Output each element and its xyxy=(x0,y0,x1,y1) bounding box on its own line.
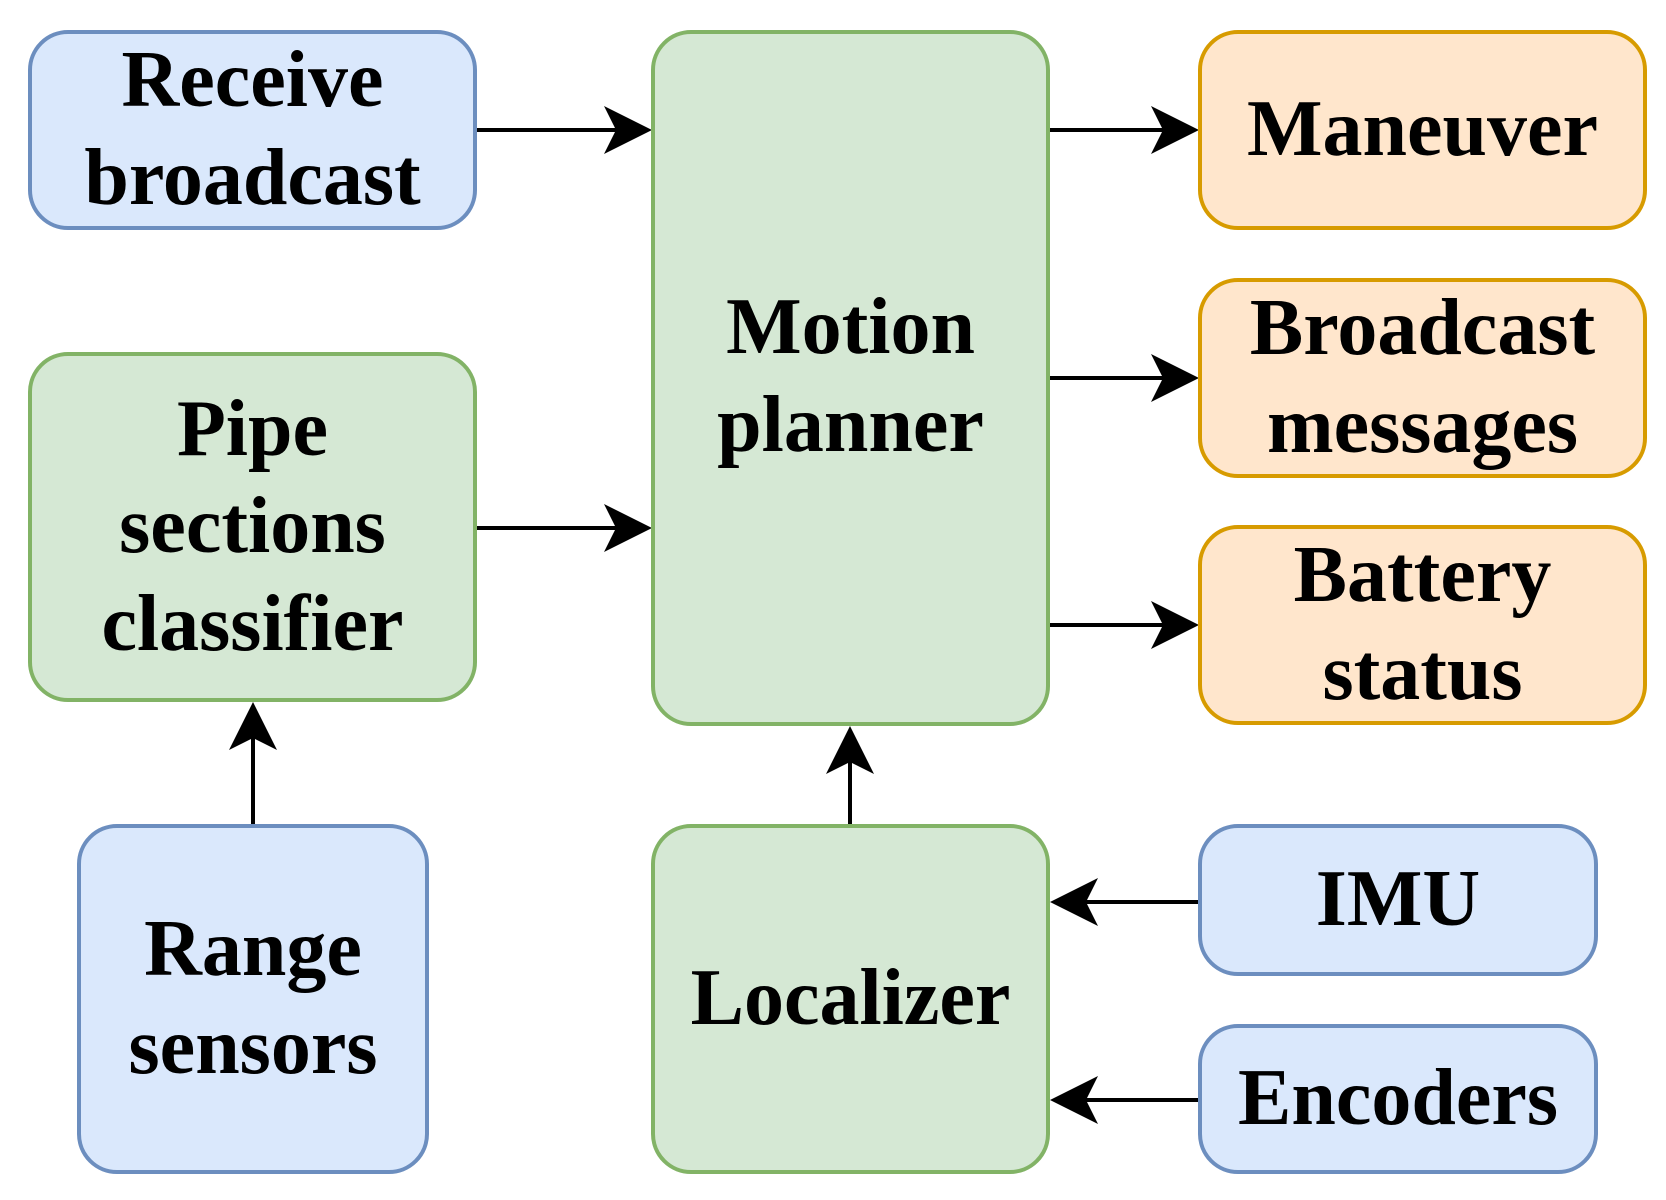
node-motion-planner-label: Motion planner xyxy=(717,283,984,469)
node-encoders-label: Encoders xyxy=(1238,1054,1558,1143)
node-motion-planner: Motion planner xyxy=(651,30,1050,726)
node-range-sensors: Range sensors xyxy=(77,824,429,1174)
node-imu-label: IMU xyxy=(1315,855,1481,944)
edge-localizer-to-planner xyxy=(826,726,874,824)
node-range-sensors-label: Range sensors xyxy=(128,905,378,1091)
node-pipe-sections-classifier: Pipe sections classifier xyxy=(28,352,477,702)
node-maneuver-label: Maneuver xyxy=(1246,85,1598,174)
node-maneuver: Maneuver xyxy=(1198,30,1647,230)
edge-planner-to-broadcast xyxy=(1050,354,1199,402)
node-receive-broadcast: Receive broadcast xyxy=(28,30,477,230)
edge-receive-to-planner xyxy=(477,106,652,154)
node-localizer-label: Localizer xyxy=(690,954,1011,1043)
node-localizer: Localizer xyxy=(651,824,1050,1174)
edge-range-to-classifier xyxy=(229,702,277,824)
node-receive-broadcast-label: Receive broadcast xyxy=(84,36,421,222)
edge-imu-to-localizer xyxy=(1050,878,1199,926)
node-imu: IMU xyxy=(1198,824,1598,976)
edge-encoders-to-localizer xyxy=(1050,1076,1199,1124)
node-battery-status-label: Battery status xyxy=(1293,531,1552,717)
node-broadcast-messages-label: Broadcast messages xyxy=(1249,284,1596,470)
node-pipe-sections-classifier-label: Pipe sections classifier xyxy=(101,384,404,668)
edge-classifier-to-planner xyxy=(477,504,652,552)
node-broadcast-messages: Broadcast messages xyxy=(1198,278,1647,478)
node-encoders: Encoders xyxy=(1198,1024,1598,1174)
edge-planner-to-battery xyxy=(1050,601,1199,649)
node-battery-status: Battery status xyxy=(1198,525,1647,725)
edge-planner-to-maneuver xyxy=(1050,106,1199,154)
